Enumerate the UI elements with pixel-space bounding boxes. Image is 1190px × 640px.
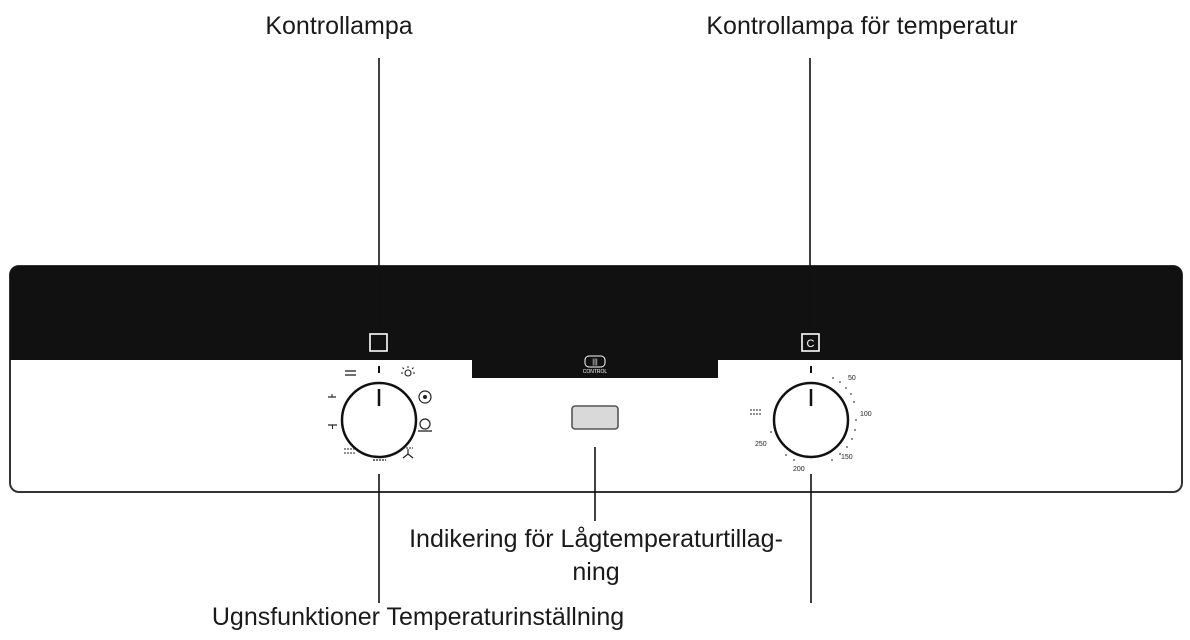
control-badge-symbol: ||| bbox=[592, 359, 598, 366]
temp-label-250: 250 bbox=[755, 441, 767, 448]
control-badge bbox=[584, 355, 606, 368]
low-temp-indicator-window bbox=[571, 405, 619, 430]
pilot-lamp-label: Kontrollampa bbox=[265, 12, 413, 40]
temperature-lamp bbox=[801, 333, 820, 352]
bottom-heat-icon bbox=[328, 394, 336, 398]
temperature-lamp-label: Kontrollampa för temperatur bbox=[706, 12, 1018, 40]
low-temp-indicator-label-line1: Indikering för Lågtemperaturtillag- bbox=[409, 525, 783, 553]
fan-heat-icon bbox=[418, 390, 432, 404]
panel-top-strip bbox=[10, 266, 1182, 378]
temp-label-200: 200 bbox=[793, 466, 805, 473]
max-heat-icon bbox=[750, 409, 761, 415]
control-badge-text: CONTROL bbox=[583, 369, 608, 375]
temp-label-100: 100 bbox=[860, 411, 872, 418]
grill-fan-icon bbox=[402, 447, 414, 459]
oven-light-icon bbox=[401, 366, 415, 377]
temperature-scale-dots bbox=[770, 377, 857, 461]
top-bottom-heat-icon bbox=[328, 424, 337, 429]
temp-label-150: 150 bbox=[841, 454, 853, 461]
oven-functions-knob[interactable] bbox=[340, 381, 418, 459]
temperature-knob[interactable] bbox=[772, 381, 850, 459]
pilot-lamp bbox=[369, 333, 388, 352]
temperature-lamp-symbol: C bbox=[807, 338, 815, 350]
top-heat-icon bbox=[345, 370, 356, 376]
full-grill-icon bbox=[344, 448, 355, 454]
low-temp-indicator-label-line2: ning bbox=[572, 558, 620, 586]
temp-label-50: 50 bbox=[848, 375, 856, 382]
bottom-functions-label: Ugnsfunktioner Temperaturinställning bbox=[211, 603, 625, 631]
fan-bottom-heat-icon bbox=[418, 418, 432, 432]
